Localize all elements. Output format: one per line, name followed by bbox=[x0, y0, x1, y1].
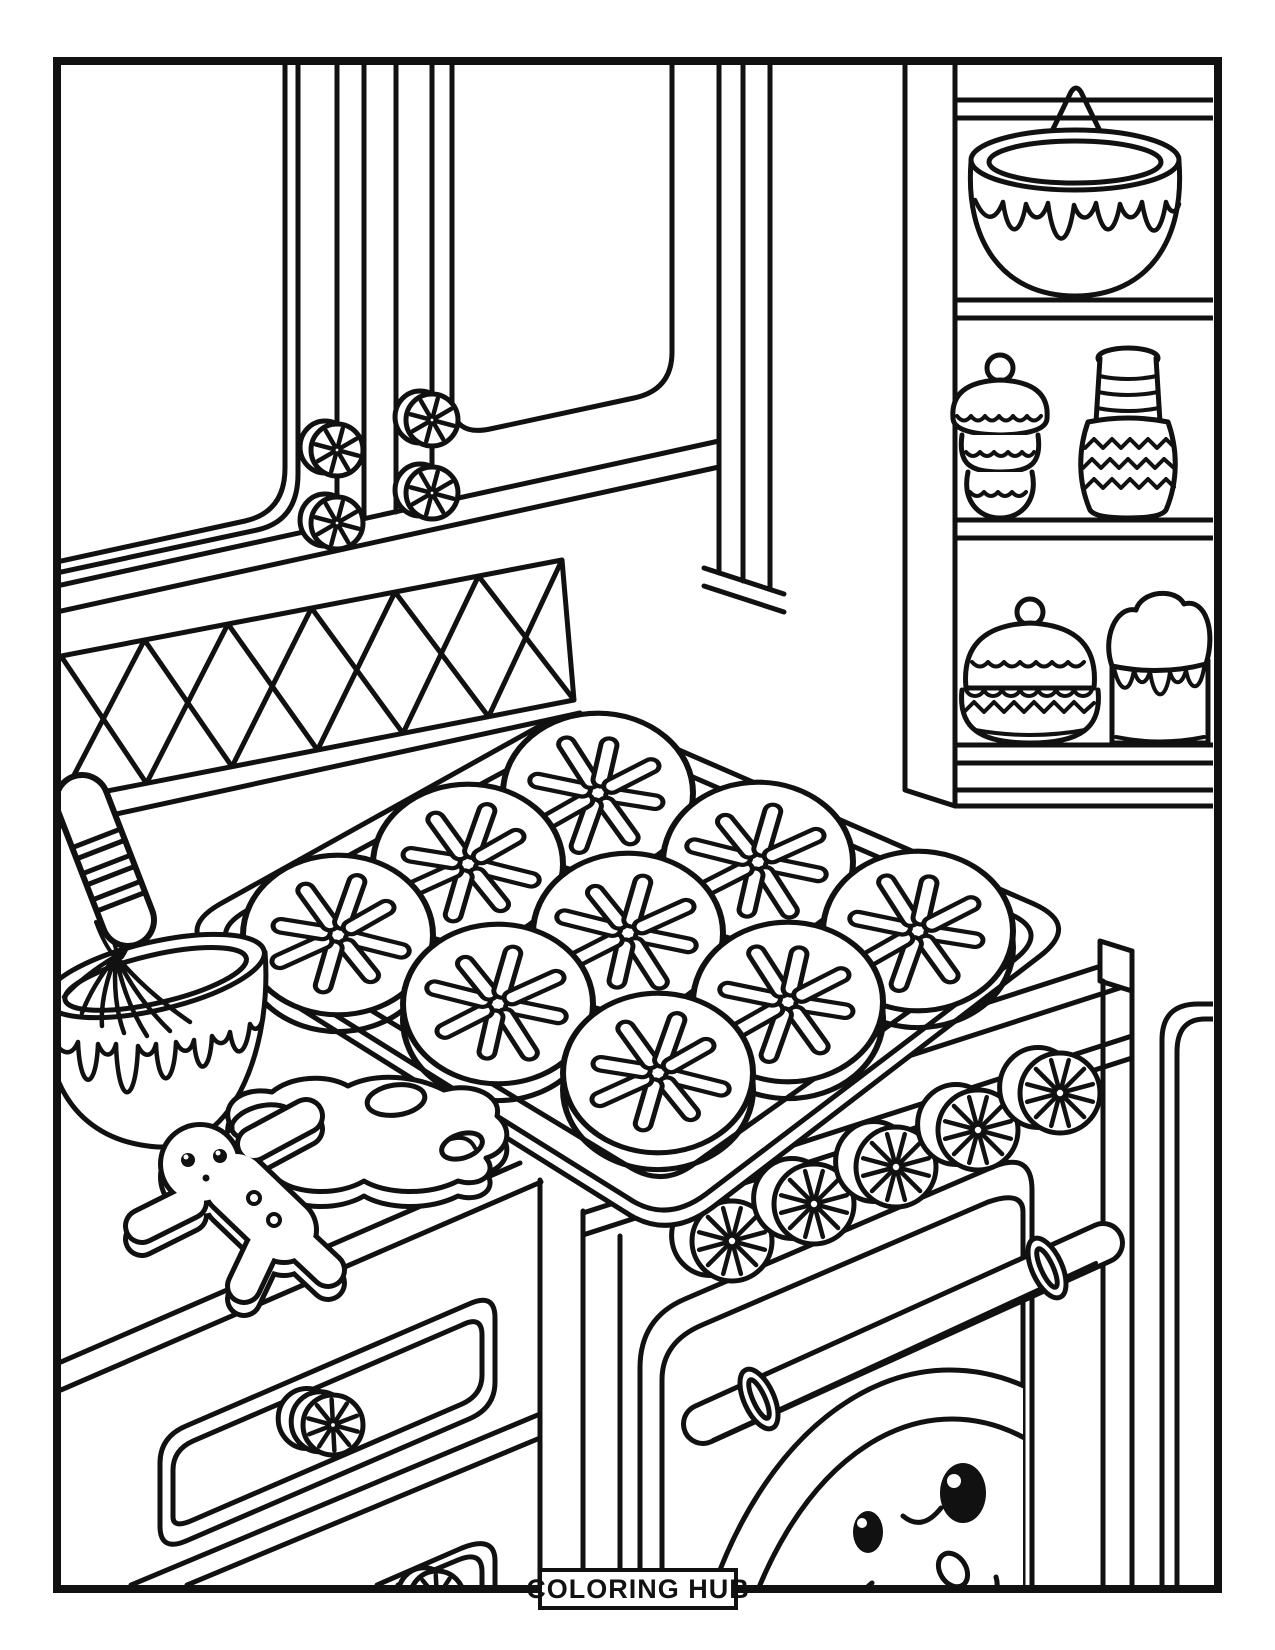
cookie-eye-right bbox=[940, 1463, 986, 1523]
drawer-knob bbox=[397, 1565, 464, 1585]
counter-cabinet bbox=[61, 1160, 544, 1585]
frosted-cake-tin bbox=[1106, 590, 1213, 746]
stove-right-corner bbox=[1100, 948, 1135, 1585]
dough-cone bbox=[1035, 85, 1117, 163]
stove-knob bbox=[997, 1045, 1103, 1136]
backsplash-tiles bbox=[61, 557, 583, 829]
icing-bowl-and-whisk bbox=[61, 772, 269, 1150]
stove-knob bbox=[833, 1119, 939, 1210]
gingerbread-mouth bbox=[202, 1174, 210, 1182]
cookie-mouth-accent bbox=[935, 1550, 971, 1585]
cookie bbox=[240, 852, 436, 1035]
shelf-mixing-bowl bbox=[967, 85, 1183, 299]
cabinet-bottom-rails bbox=[61, 438, 722, 614]
gingerbread-eye bbox=[181, 1153, 195, 1167]
icing-drips bbox=[61, 1015, 266, 1095]
gingerbread-face bbox=[181, 1149, 282, 1228]
drawer-knob bbox=[275, 1386, 366, 1458]
drawer-partial bbox=[374, 1541, 498, 1585]
cabinet-corner-post bbox=[701, 65, 787, 615]
cookie bbox=[400, 921, 596, 1104]
cabinet-rail bbox=[128, 1411, 543, 1585]
cookie bbox=[560, 990, 756, 1173]
stove-knob bbox=[915, 1082, 1021, 1173]
shelf-unit bbox=[902, 65, 1213, 809]
zigzag-striped-jar bbox=[1078, 345, 1178, 521]
drawer bbox=[157, 1297, 498, 1547]
wall-cabinets bbox=[61, 65, 787, 615]
oven-door bbox=[637, 1159, 1035, 1585]
baking-tray bbox=[194, 710, 1061, 1228]
oven-handle bbox=[681, 1221, 1125, 1446]
gingerbread-button bbox=[246, 1190, 262, 1206]
cabinet-knob bbox=[297, 491, 366, 552]
cookie-eye-left bbox=[853, 1511, 883, 1553]
cookie bbox=[660, 779, 856, 962]
shelf-unit-frame bbox=[902, 65, 958, 809]
scalloped-cookie-jar bbox=[959, 596, 1101, 746]
brand-label-text: COLORING HUB bbox=[526, 1574, 750, 1604]
gingerbread-button bbox=[266, 1212, 282, 1228]
cabinet-knob bbox=[297, 418, 366, 479]
stove-left-edge bbox=[580, 1208, 623, 1585]
stacked-candy-jar bbox=[950, 352, 1050, 521]
cabinet-knob bbox=[392, 388, 461, 449]
cabinet-knob bbox=[392, 461, 461, 522]
stove-knob bbox=[751, 1156, 857, 1247]
whisk-wires bbox=[61, 953, 193, 1039]
stove-side-panel bbox=[1159, 1001, 1213, 1585]
cutout-hole bbox=[364, 1082, 428, 1118]
cookie-smile bbox=[900, 1505, 944, 1525]
brand-label-box: COLORING HUB bbox=[526, 1568, 750, 1610]
smiling-cookie-face bbox=[677, 1367, 1023, 1585]
gingerbread-man bbox=[123, 1097, 347, 1318]
gingerbread-eye bbox=[213, 1149, 227, 1163]
whisk bbox=[61, 772, 193, 1039]
dough-curl bbox=[439, 1130, 485, 1162]
stove bbox=[580, 938, 1213, 1585]
